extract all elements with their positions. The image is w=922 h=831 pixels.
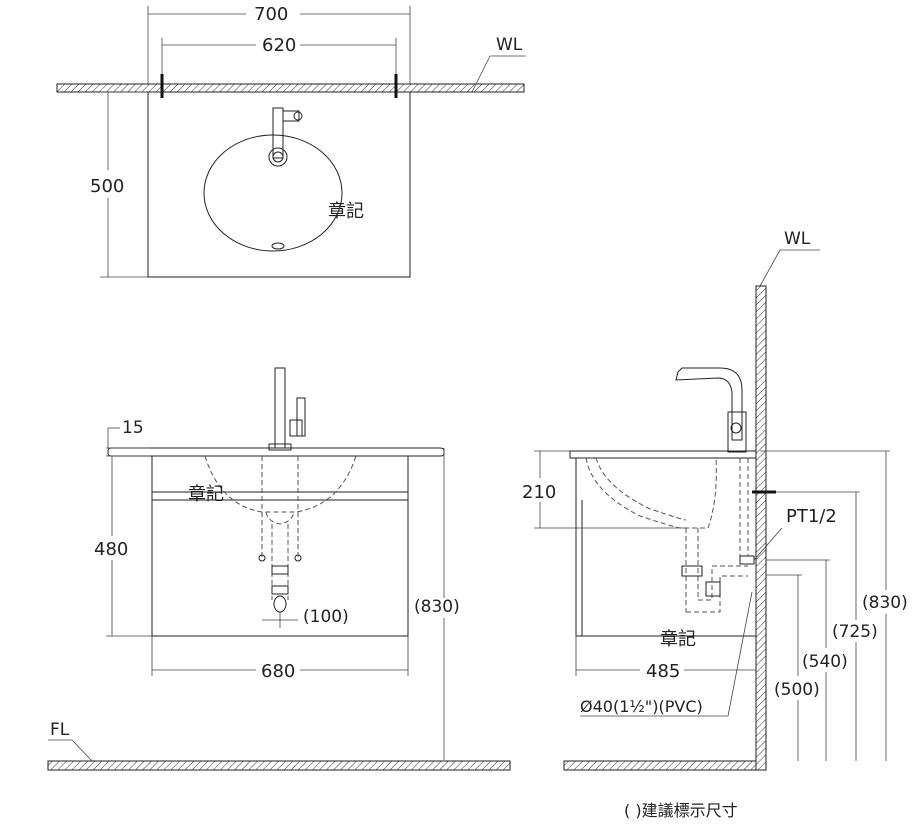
dim-500: 500 — [90, 176, 124, 197]
side-dim-830: (830) — [862, 593, 908, 613]
side-mark: 章記 — [660, 629, 696, 650]
dim-700: 700 — [254, 4, 288, 25]
top-wl-label: WL — [496, 35, 523, 55]
side-floor-strip — [563, 760, 757, 771]
side-cabinet — [575, 457, 757, 637]
pt-label: PT1/2 — [786, 506, 837, 527]
dim-500-side: (500) — [774, 680, 820, 700]
front-floor-strip — [47, 760, 511, 771]
front-view: 15 480 (100) (830) 680 FL 章記 — [47, 367, 511, 771]
front-cabinet — [151, 455, 409, 637]
top-view: 700 620 500 WL 章記 — [56, 4, 526, 278]
fl-label: FL — [50, 720, 70, 740]
dim-480: 480 — [94, 539, 128, 560]
front-faucet — [274, 367, 286, 449]
dim-485: 485 — [646, 661, 680, 682]
top-counter-outline — [147, 91, 411, 278]
front-mark: 章記 — [188, 484, 224, 505]
dim-725: (725) — [832, 622, 878, 642]
dim-620: 620 — [262, 35, 296, 56]
side-view: WL 210 PT1/2 (830) — [522, 229, 908, 771]
dim-100: (100) — [303, 607, 349, 627]
dim-540: (540) — [802, 652, 848, 672]
top-mark: 章記 — [328, 201, 364, 222]
top-faucet — [272, 107, 284, 159]
front-counter-top — [107, 447, 445, 457]
side-faucet — [675, 367, 743, 441]
note-text: ( )建議標示尺寸 — [624, 801, 738, 820]
side-wall — [755, 285, 767, 771]
dim-210: 210 — [522, 482, 556, 503]
side-wl-label: WL — [784, 229, 811, 249]
drain-pipe-label: Ø40(1½")(PVC) — [580, 697, 703, 716]
dim-15: 15 — [122, 418, 144, 438]
dim-680: 680 — [261, 661, 295, 682]
front-dim-830: (830) — [414, 597, 460, 617]
top-wall-strip — [56, 83, 525, 93]
